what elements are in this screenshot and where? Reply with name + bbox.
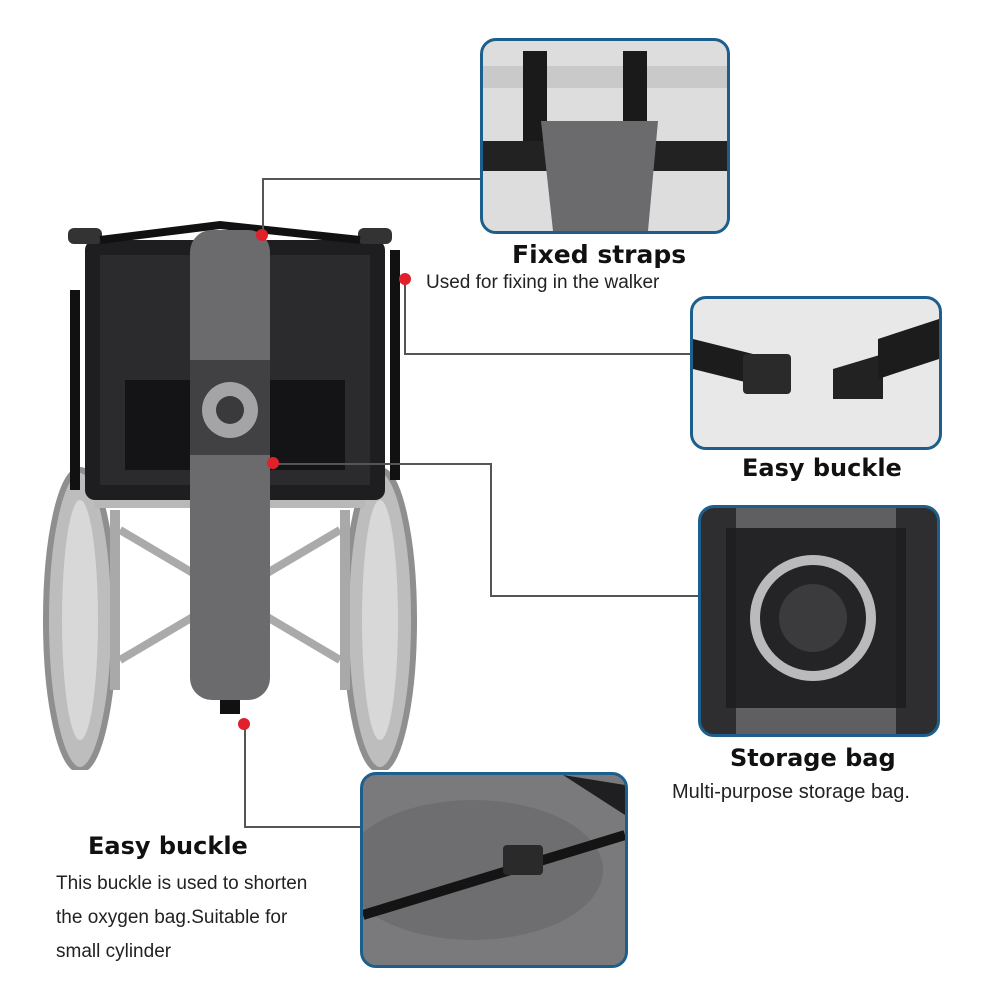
connector-line-storage-v (490, 463, 492, 596)
connector-line-buckle-h (404, 353, 690, 355)
connector-line-bottom-buckle-h (244, 826, 360, 828)
marker-dot-straps (256, 229, 268, 241)
wheelchair-illustration (43, 220, 417, 773)
feature-title-easy-buckle: Easy buckle (742, 454, 902, 482)
marker-dot-storage (267, 457, 279, 469)
marker-dot-buckle (399, 273, 411, 285)
connector-line-storage-h (490, 595, 698, 597)
feature-description-storage-bag: Multi-purpose storage bag. (672, 781, 910, 803)
feature-description-line-2: the oxygen bag.Suitable for (56, 907, 288, 928)
callout-easy-buckle-image (690, 296, 942, 450)
fixed-straps-illustration (483, 51, 727, 231)
feature-title-storage-bag: Storage bag (730, 744, 896, 772)
marker-dot-bottom-buckle (238, 718, 250, 730)
feature-title-fixed-straps: Fixed straps (512, 240, 687, 269)
connector-line-bottom-buckle (244, 728, 246, 828)
callout-bottom-buckle-image (360, 772, 628, 968)
feature-description-line-1: This buckle is used to shorten (56, 873, 308, 894)
storage-bag-illustration (726, 508, 906, 734)
feature-title-easy-buckle-bottom: Easy buckle (88, 832, 248, 860)
feature-description-line-3: small cylinder (56, 941, 172, 962)
connector-line-straps (262, 178, 264, 236)
connector-line-buckle (404, 282, 406, 354)
wheelchair-photo (40, 210, 420, 773)
bottom-buckle-illustration (363, 775, 625, 940)
connector-line-storage (275, 463, 490, 465)
buckle-illustration (693, 319, 939, 399)
callout-storage-bag-image (698, 505, 940, 737)
feature-description-fixed-straps: Used for fixing in the walker (426, 272, 660, 293)
connector-line-straps-h (262, 178, 480, 180)
callout-fixed-straps-image (480, 38, 730, 234)
